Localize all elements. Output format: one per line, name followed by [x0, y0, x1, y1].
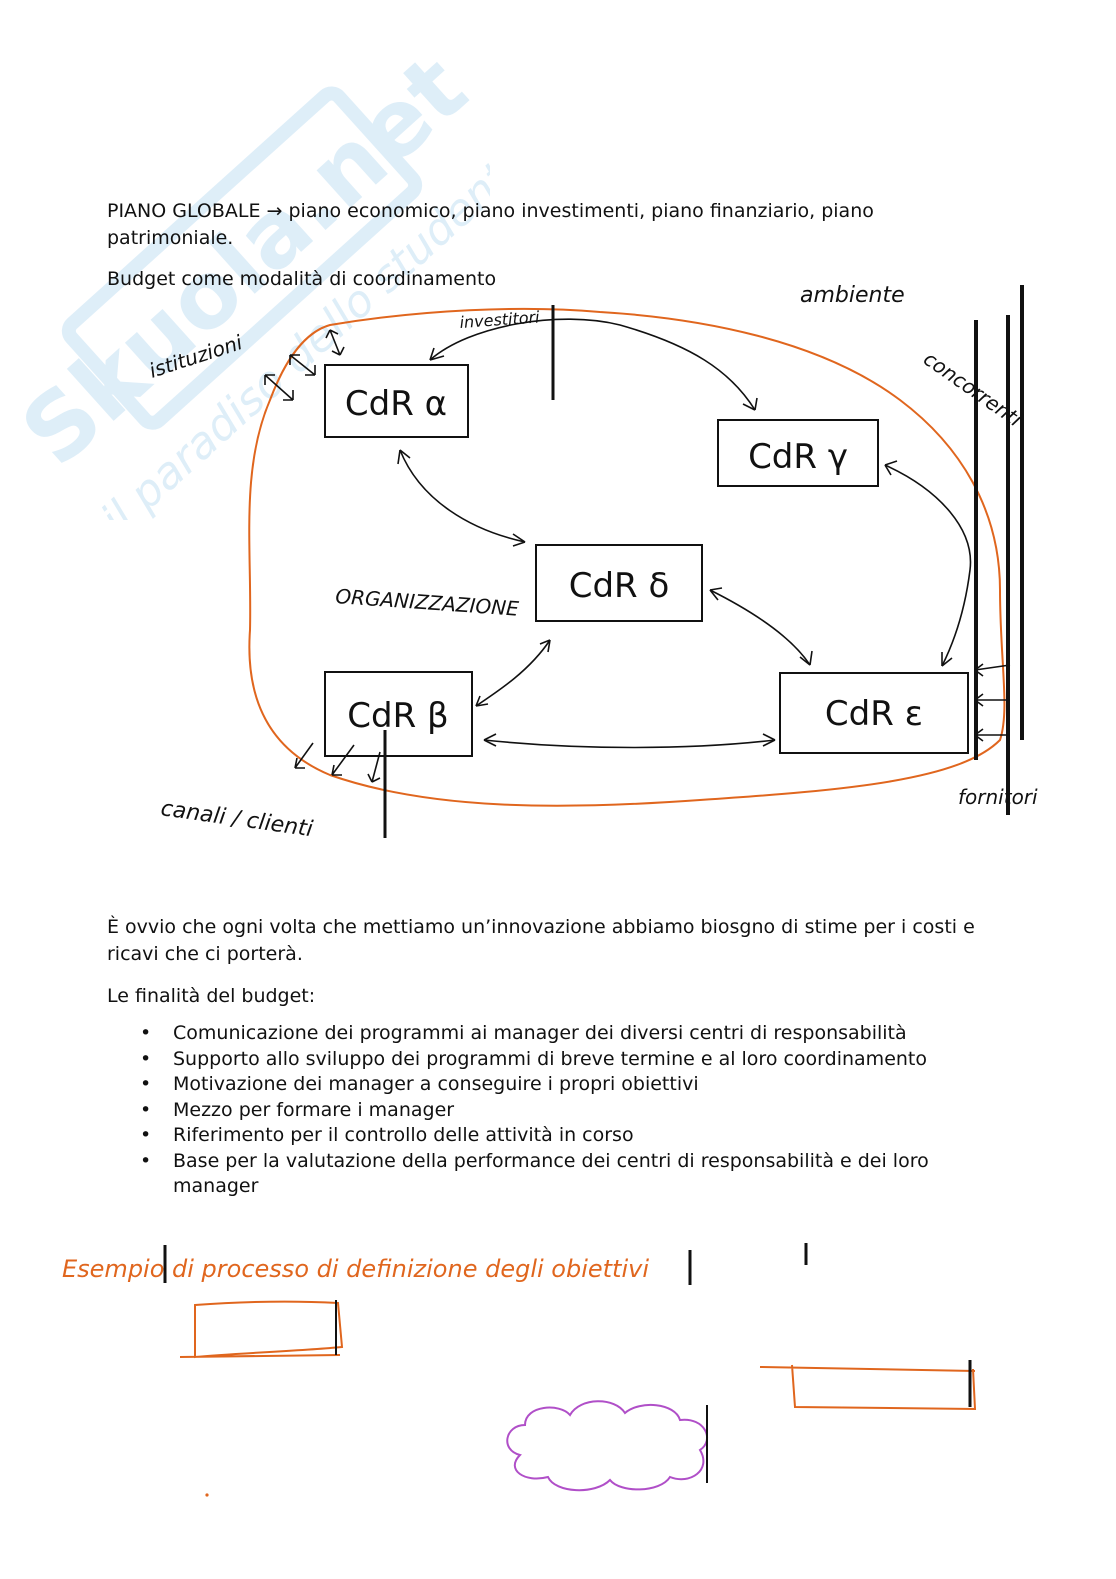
- arrow-alpha-delta: [399, 449, 526, 543]
- label-organizzazione: ORGANIZZAZIONE: [335, 584, 520, 621]
- intro-piano-globale: PIANO GLOBALE → piano economico, piano i…: [107, 200, 874, 249]
- label-istituzioni: istituzioni: [146, 330, 246, 383]
- coordination-diagram: CdR α CdR γ CdR δ CdR β CdR ε: [146, 283, 1038, 842]
- arrow-alpha-gamma: [429, 318, 756, 411]
- arrow-delta-beta: [475, 639, 551, 707]
- arrow-fornitori-1: [974, 663, 1011, 677]
- cdr-alpha-box: CdR α: [324, 364, 469, 438]
- cdr-beta-label: CdR β: [347, 696, 448, 736]
- budget-purposes-list: Comunicazione dei programmi ai manager d…: [107, 1021, 1007, 1200]
- cdr-delta-label: CdR δ: [569, 566, 670, 606]
- list-title: Le finalità del budget:: [107, 985, 316, 1007]
- label-ambiente: ambiente: [800, 283, 905, 308]
- list-item: Supporto allo sviluppo dei programmi di …: [107, 1047, 1007, 1073]
- cdr-gamma-box: CdR γ: [717, 419, 879, 487]
- list-item: Mezzo per formare i manager: [107, 1098, 1007, 1124]
- sketch-box-left: [179, 1300, 344, 1359]
- arrow-gamma-epsilon: [884, 464, 972, 667]
- paragraph-innovazione: È ovvio che ogni volta che mettiamo un’i…: [107, 916, 975, 965]
- list-item: Base per la valutazione della performanc…: [107, 1149, 1007, 1200]
- arrow-clienti-1: [294, 742, 314, 769]
- objectives-sketch: Esempio di processo di definizione degli…: [62, 1243, 977, 1497]
- sketch-heading: Esempio di processo di definizione degli…: [62, 1255, 649, 1283]
- cdr-delta-box: CdR δ: [535, 544, 703, 622]
- list-item: Motivazione dei manager a conseguire i p…: [107, 1072, 1007, 1098]
- cdr-gamma-label: CdR γ: [748, 437, 848, 477]
- organization-boundary: [248, 307, 1006, 807]
- arrow-fornitori-3: [974, 728, 1010, 742]
- arrow-istituzioni-3: [325, 329, 345, 356]
- arrow-delta-epsilon: [709, 589, 811, 666]
- arrow-beta-epsilon: [483, 739, 776, 749]
- cdr-epsilon-label: CdR ε: [825, 694, 923, 734]
- arrow-fornitori-2: [974, 693, 1010, 707]
- watermark-frame: [61, 86, 423, 430]
- list-item: Comunicazione dei programmi ai manager d…: [107, 1021, 1007, 1047]
- cdr-alpha-label: CdR α: [345, 384, 447, 424]
- arrow-istituzioni-2: [289, 354, 316, 376]
- sketch-cloud: [506, 1400, 709, 1492]
- intro-budget-coordinamento: Budget come modalità di coordinamento: [107, 268, 497, 290]
- relationship-arrows: [264, 318, 1011, 783]
- sketch-box-right: [759, 1364, 977, 1411]
- label-fornitori: fornitori: [958, 785, 1038, 809]
- label-concorrenti: concorrenti: [919, 346, 1026, 431]
- list-item: Riferimento per il controllo delle attiv…: [107, 1123, 1007, 1149]
- cdr-beta-box: CdR β: [324, 671, 473, 757]
- arrow-clienti-2: [331, 744, 355, 776]
- sketch-dot: [205, 1493, 209, 1497]
- arrow-clienti-3: [367, 751, 381, 783]
- arrow-istituzioni-1: [264, 374, 294, 401]
- label-canali-clienti: canali / clienti: [159, 796, 314, 842]
- cdr-epsilon-box: CdR ε: [779, 672, 969, 754]
- skuola-watermark-logo: Skuola.net il paradiso dello studente: [20, 40, 490, 520]
